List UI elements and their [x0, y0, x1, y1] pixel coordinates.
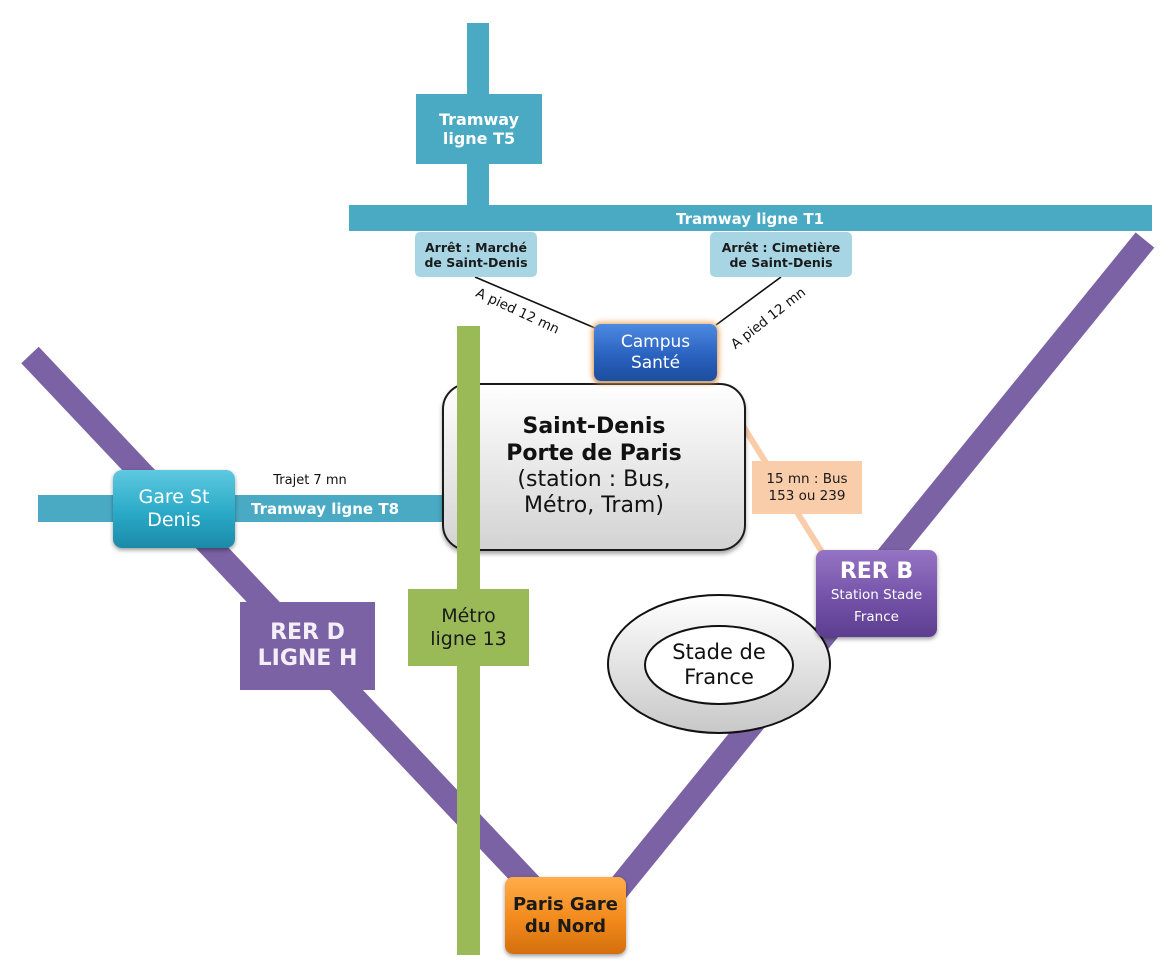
stop-marche-saint-denis[interactable]: Arrêt : Marché de Saint-Denis: [415, 232, 537, 277]
tram-t1-label: Tramway ligne T1: [675, 210, 824, 228]
campus-sante[interactable]: Campus Santé: [594, 324, 717, 381]
stade-inner-field: [644, 625, 794, 705]
hub-title: Saint-Denis Porte de Paris: [506, 414, 682, 466]
stop-cimetiere-saint-denis[interactable]: Arrêt : Cimetière de Saint-Denis: [710, 232, 852, 277]
rer-d-ligne-h-label[interactable]: RER D LIGNE H: [240, 602, 375, 690]
walk-path-cimetiere: [715, 276, 782, 326]
rer-b-station-stade-france[interactable]: RER B Station Stade France: [816, 550, 937, 637]
hub-detail: (station : Bus, Métro, Tram): [517, 467, 671, 519]
stade-de-france-label[interactable]: Stade de France: [672, 639, 766, 689]
tram-t1-line: [349, 205, 1152, 231]
metro-13-line-overlay: [457, 383, 480, 553]
rer-b-title: RER B: [839, 558, 914, 584]
tram-t5-label[interactable]: Tramway ligne T5: [416, 94, 542, 164]
rer-b-subtitle: Station Stade France: [830, 587, 923, 625]
metro-13-label[interactable]: Métro ligne 13: [408, 589, 529, 666]
tram-t8-line: [38, 495, 448, 522]
gare-st-denis[interactable]: Gare St Denis: [113, 470, 235, 548]
bus-153-239-label[interactable]: 15 mn : Bus 153 ou 239: [752, 461, 862, 514]
walk-path-marche: [474, 276, 596, 329]
tram-t8-duration: Trajet 7 mn: [273, 473, 347, 489]
tram-t8-label: Tramway ligne T8: [250, 500, 399, 518]
hub-saint-denis-porte-de-paris[interactable]: Saint-Denis Porte de Paris (station : Bu…: [442, 383, 746, 551]
paris-gare-du-nord[interactable]: Paris Gare du Nord: [505, 877, 626, 954]
